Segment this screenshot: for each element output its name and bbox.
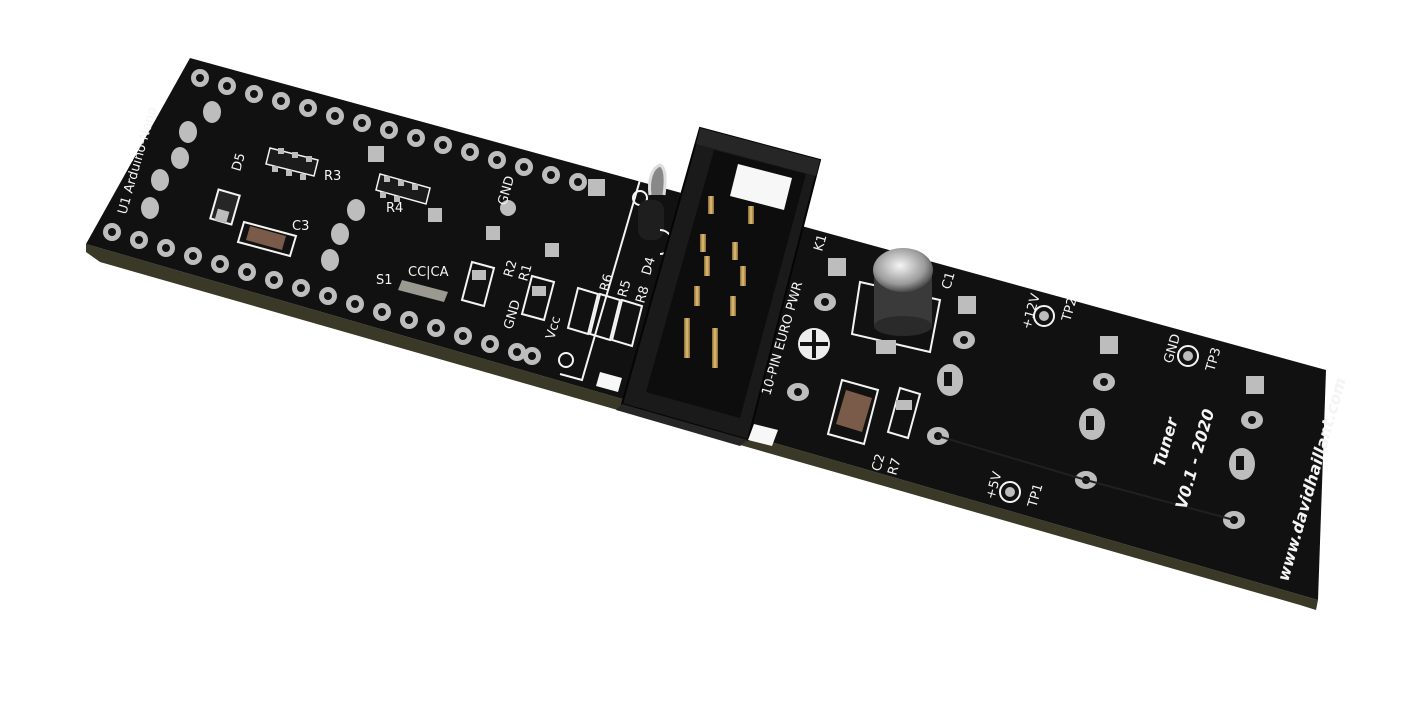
k1-pads xyxy=(787,258,846,401)
label-s1: S1 xyxy=(376,273,393,288)
euro-power-connector xyxy=(596,126,822,446)
label-c1: C1 xyxy=(939,270,958,291)
label-r4: R4 xyxy=(386,201,403,216)
resistor-r2 xyxy=(460,260,496,308)
capacitor-c3 xyxy=(236,220,298,258)
trace xyxy=(937,435,1235,521)
jumper-s1 xyxy=(398,280,448,302)
arduino-outline xyxy=(559,179,641,382)
label-tp1: TP1 xyxy=(1025,482,1046,510)
icsp-pins xyxy=(141,101,365,271)
ic-r3 xyxy=(265,147,319,180)
label-tp1-voltage: +5V xyxy=(983,470,1005,501)
ic-r4 xyxy=(368,146,431,205)
label-cc-ca: CC|CA xyxy=(408,265,449,280)
capacitor-c2 xyxy=(826,378,880,446)
regulator-pads xyxy=(927,296,1264,529)
test-point-tp1 xyxy=(999,481,1021,503)
capacitor-c1 xyxy=(850,248,942,354)
label-vcc: Vcc xyxy=(543,315,564,341)
label-r1: R1 xyxy=(516,262,535,283)
label-r2: R2 xyxy=(501,258,520,279)
mount-hole xyxy=(798,328,830,360)
resistor-r8 xyxy=(610,298,644,348)
label-r8: R8 xyxy=(633,284,652,305)
square-pads xyxy=(428,200,559,257)
label-c3: C3 xyxy=(292,219,309,234)
label-k1: K1 xyxy=(811,233,830,253)
resistor-r5 xyxy=(588,292,622,342)
diode-d4 xyxy=(638,163,673,255)
label-r3: R3 xyxy=(324,169,341,184)
resistor-r1 xyxy=(520,274,556,322)
label-tp2: TP2 xyxy=(1059,296,1080,324)
resistor-r6 xyxy=(566,286,600,336)
label-d5: D5 xyxy=(229,151,248,173)
label-tp3: TP3 xyxy=(1203,346,1224,374)
label-r5: R5 xyxy=(615,278,634,299)
resistor-r7 xyxy=(886,386,922,440)
label-r7: R7 xyxy=(885,456,904,477)
test-point-tp2 xyxy=(1033,305,1055,327)
diode-d5 xyxy=(209,188,241,226)
label-c2: C2 xyxy=(869,452,888,473)
test-point-tp3 xyxy=(1177,345,1199,367)
label-d4: D4 xyxy=(639,255,658,277)
